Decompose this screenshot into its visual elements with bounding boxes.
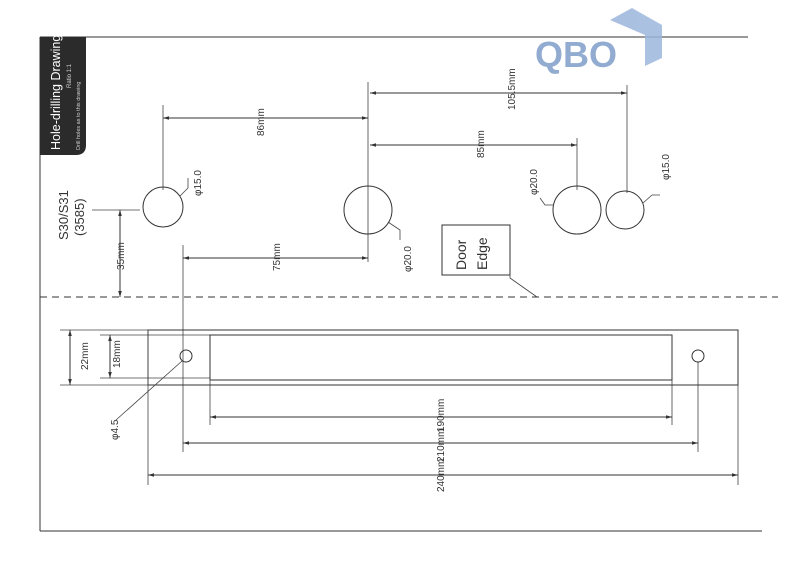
mounting-plate bbox=[115, 329, 739, 421]
hole-label-15-left: φ15.0 bbox=[193, 170, 204, 196]
qbo-logo: QBO bbox=[535, 8, 662, 75]
hole-label-20-right: φ20.0 bbox=[529, 169, 540, 195]
svg-text:QBO: QBO bbox=[535, 34, 617, 75]
dim-85mm: 85mm bbox=[476, 130, 487, 158]
dim-190mm: 190mm bbox=[436, 399, 447, 432]
dim-86mm: 86mm bbox=[256, 108, 267, 136]
dim-75mm: 75mm bbox=[272, 243, 283, 271]
ratio-text: Ratio 1:1 bbox=[67, 63, 73, 88]
dimension-lines bbox=[68, 91, 738, 477]
title-text: Hole-drilling Drawing bbox=[49, 35, 63, 150]
note-text: Drill holes as to this drawing bbox=[76, 82, 82, 150]
hole-15-left bbox=[142, 186, 184, 228]
model-code: (3585) bbox=[72, 198, 87, 236]
extension-lines bbox=[60, 82, 739, 485]
svg-text:Door: Door bbox=[453, 239, 469, 270]
title-block: Hole-drilling Drawing Ratio 1:1 Drill ho… bbox=[40, 35, 86, 155]
dim-240mm: 240mm bbox=[436, 459, 447, 492]
model-name: S30/S31 bbox=[56, 190, 71, 240]
dim-210mm: 210mm bbox=[436, 429, 447, 462]
small-hole-right bbox=[691, 349, 705, 363]
hole-20-right bbox=[552, 185, 602, 235]
dim-105-5mm: 105.5mm bbox=[507, 68, 518, 110]
dim-35mm: 35mm bbox=[116, 242, 127, 270]
hole-label-15-right: φ15.0 bbox=[661, 154, 672, 180]
small-hole-left bbox=[179, 349, 193, 363]
hole-15-right bbox=[605, 190, 645, 230]
dim-22mm: 22mm bbox=[80, 342, 91, 370]
svg-text:Edge: Edge bbox=[474, 237, 490, 270]
small-hole-label: φ4.5 bbox=[110, 419, 121, 440]
door-edge-label: Door Edge bbox=[441, 224, 538, 298]
hole-label-20-left: φ20.0 bbox=[403, 246, 414, 272]
dim-18mm: 18mm bbox=[112, 340, 123, 368]
holes bbox=[142, 178, 660, 240]
hole-20-left bbox=[343, 185, 393, 235]
